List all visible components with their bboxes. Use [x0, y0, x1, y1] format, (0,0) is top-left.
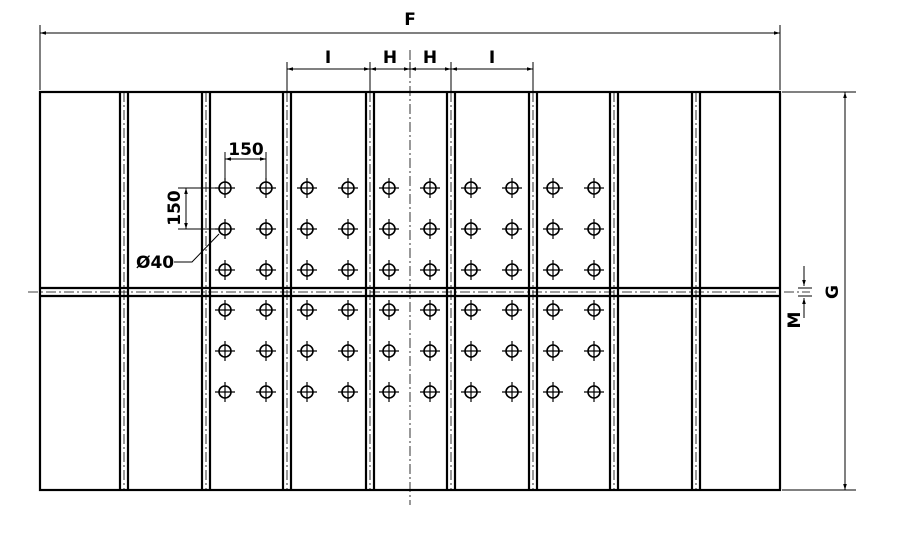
vertical-strip	[690, 92, 702, 490]
vertical-strip	[608, 92, 620, 490]
hole	[502, 260, 522, 280]
hole	[379, 178, 399, 198]
hole	[297, 300, 317, 320]
hole-diameter-label: Ø40	[136, 253, 174, 273]
hole	[543, 341, 563, 361]
hole-pitch-y-label: 150	[165, 190, 185, 226]
hole	[461, 219, 481, 239]
hole	[502, 219, 522, 239]
dimension-g: G	[782, 91, 856, 491]
hole	[297, 341, 317, 361]
dimension-hole-pitch-x: 150	[224, 140, 267, 178]
vertical-strip	[118, 92, 130, 490]
hole	[420, 219, 440, 239]
hole	[379, 300, 399, 320]
hole	[584, 219, 604, 239]
dimension-m-label: M	[785, 312, 805, 329]
hole	[215, 219, 235, 239]
hole	[215, 178, 235, 198]
dimension-i-left-label: I	[325, 48, 331, 68]
hole	[461, 260, 481, 280]
hole	[461, 300, 481, 320]
hole	[256, 382, 276, 402]
hole	[256, 178, 276, 198]
vertical-strip	[445, 92, 457, 490]
hole	[502, 382, 522, 402]
hole	[256, 341, 276, 361]
hole	[461, 382, 481, 402]
hole-pattern	[215, 178, 604, 402]
hole	[420, 300, 440, 320]
hole	[338, 178, 358, 198]
hole	[338, 260, 358, 280]
hole	[461, 178, 481, 198]
vertical-strip	[281, 92, 293, 490]
hole	[256, 260, 276, 280]
vertical-strip	[200, 92, 212, 490]
hole	[297, 219, 317, 239]
hole	[215, 300, 235, 320]
hole	[338, 382, 358, 402]
vertical-strip	[364, 92, 376, 490]
vertical-strip	[527, 92, 539, 490]
hole-pitch-x-label: 150	[228, 140, 264, 160]
hole	[502, 178, 522, 198]
hole	[420, 341, 440, 361]
hole	[584, 300, 604, 320]
dimension-hole-pitch-y: 150	[165, 187, 218, 230]
hole	[502, 341, 522, 361]
hole	[379, 260, 399, 280]
hole	[543, 300, 563, 320]
hole	[502, 300, 522, 320]
vertical-strips	[118, 92, 702, 490]
dimension-g-label: G	[823, 285, 843, 299]
hole	[543, 382, 563, 402]
hole	[379, 341, 399, 361]
dimension-i-right-label: I	[489, 48, 495, 68]
hole	[420, 178, 440, 198]
hole	[584, 341, 604, 361]
hole	[256, 300, 276, 320]
hole-diameter-callout: Ø40	[136, 233, 220, 273]
hole	[215, 341, 235, 361]
hole	[543, 219, 563, 239]
hole	[584, 178, 604, 198]
hole	[379, 382, 399, 402]
hole	[379, 219, 399, 239]
hole	[338, 300, 358, 320]
hole	[543, 178, 563, 198]
hole	[420, 260, 440, 280]
dimension-h-left-label: H	[383, 48, 397, 68]
hole	[297, 260, 317, 280]
hole	[215, 382, 235, 402]
hole	[461, 341, 481, 361]
dimension-f: F	[39, 10, 781, 90]
hole	[543, 260, 563, 280]
dimension-m: M	[785, 266, 812, 328]
hole	[297, 178, 317, 198]
hole	[256, 219, 276, 239]
dimension-f-label: F	[404, 10, 416, 30]
dimension-h-right-label: H	[423, 48, 437, 68]
hole	[338, 341, 358, 361]
hole	[420, 382, 440, 402]
hole	[297, 382, 317, 402]
hole	[215, 260, 235, 280]
dimension-chain-top: I H H I	[286, 48, 534, 92]
hole	[584, 260, 604, 280]
hole	[584, 382, 604, 402]
hole	[338, 219, 358, 239]
